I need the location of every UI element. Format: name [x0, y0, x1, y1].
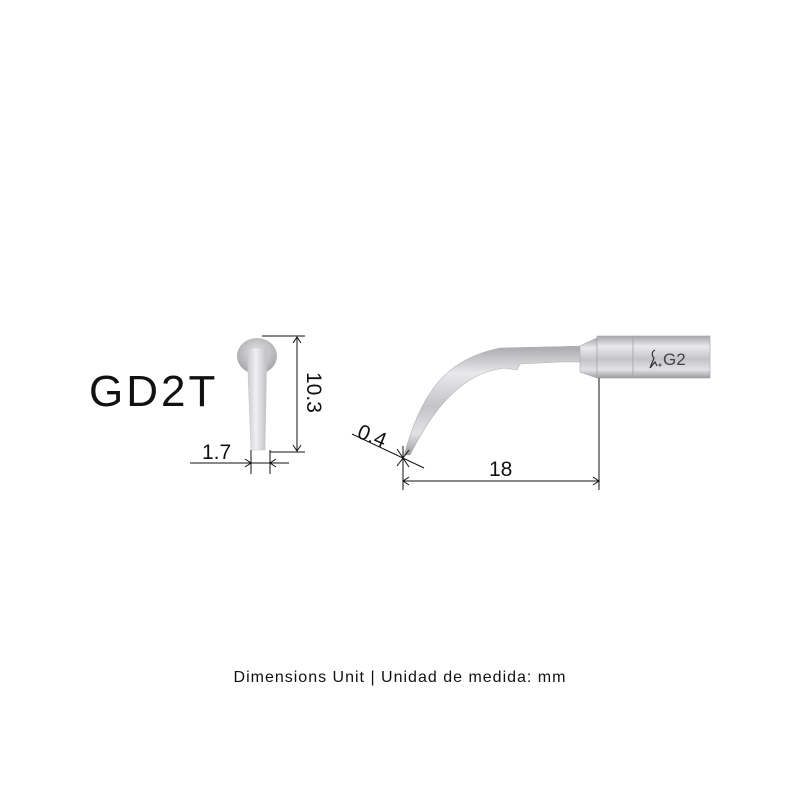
woodpecker-logo-icon	[649, 349, 662, 369]
shank-shape	[632, 335, 711, 379]
tip-diameter-dimension-line	[351, 433, 425, 469]
tip-diameter-label: 0.4	[354, 420, 390, 452]
side-view: G2 0.4 18	[351, 335, 711, 490]
collar-shape	[596, 335, 634, 379]
front-view: 10.3 1.7	[190, 335, 325, 474]
width-label: 1.7	[202, 441, 231, 464]
units-caption: Dimensions Unit | Unidad de medida: mm	[233, 669, 567, 686]
model-name: GD2T	[89, 367, 219, 416]
shank-engraving: G2	[663, 350, 686, 369]
height-label: 10.3	[302, 372, 325, 413]
curved-tip-shape	[403, 345, 586, 456]
tip-body-shape	[246, 347, 268, 451]
length-label: 18	[489, 458, 512, 481]
